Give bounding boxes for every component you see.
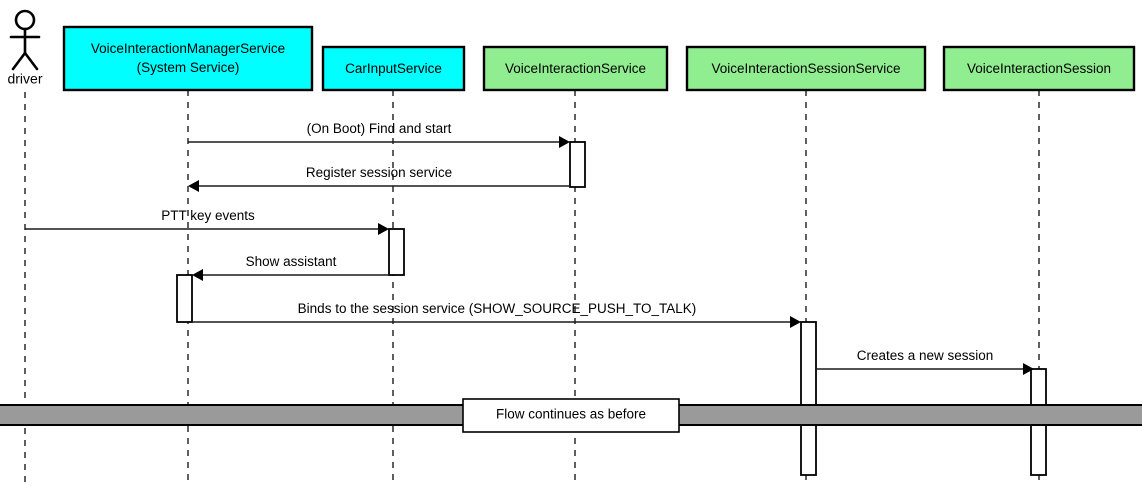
flow-divider: Flow continues as before: [0, 398, 1142, 433]
message-label-m2: Register session service: [306, 165, 452, 180]
message-label-m6: Creates a new session: [857, 348, 994, 363]
activation-bar-vis: [569, 141, 586, 188]
message-label-m1: (On Boot) Find and start: [307, 121, 452, 136]
participant-label-vise: VoiceInteractionSession: [967, 61, 1111, 76]
message-arrowhead-m3: [378, 223, 389, 235]
divider-note-label: Flow continues as before: [496, 407, 646, 422]
actor-group: driver: [7, 9, 43, 87]
activation-bar-vims: [176, 274, 193, 323]
message-arrowhead-m5: [790, 316, 801, 328]
divider-group: Flow continues as before: [0, 398, 1142, 433]
actor-driver: driver: [7, 9, 43, 87]
participant-label-vis: VoiceInteractionService: [505, 61, 646, 76]
participant-box-cis[interactable]: [321, 45, 466, 92]
participant-label-viss: VoiceInteractionSessionService: [711, 61, 900, 76]
participant-label-cis: CarInputService: [345, 61, 442, 76]
message-label-m5: Binds to the session service (SHOW_SOURC…: [298, 301, 697, 316]
message-arrowhead-m6: [1023, 363, 1034, 375]
actor-head-icon: [14, 9, 36, 31]
participant-vise[interactable]: VoiceInteractionSession: [942, 45, 1136, 92]
activation-bar-cis: [388, 228, 405, 276]
participant-box-vims[interactable]: [62, 25, 314, 92]
participant-viss[interactable]: VoiceInteractionSessionService: [685, 45, 927, 92]
participant-box-viss[interactable]: [685, 45, 927, 92]
message-m2: Register session service: [188, 165, 570, 192]
message-label-m3: PTT key events: [161, 208, 255, 223]
participant-boxes-group: VoiceInteractionManagerService (System Se…: [62, 25, 1136, 92]
message-m4: Show assistant: [192, 254, 389, 281]
message-arrowhead-m1: [559, 136, 570, 148]
actor-leg-right-icon: [23, 51, 39, 71]
divider-note-box: [462, 398, 680, 433]
message-m6: Creates a new session: [817, 348, 1034, 375]
participant-box-vise[interactable]: [942, 45, 1136, 92]
actor-label-driver: driver: [7, 71, 42, 87]
participant-vis[interactable]: VoiceInteractionService: [482, 45, 669, 92]
message-m3: PTT key events: [25, 208, 389, 235]
message-m1: (On Boot) Find and start: [188, 121, 570, 148]
message-arrowhead-m2: [188, 180, 199, 192]
participant-label-vims: VoiceInteractionManagerService: [91, 41, 285, 56]
message-label-m4: Show assistant: [246, 254, 337, 269]
participant-sublabel-vims: (System Service): [137, 60, 240, 75]
message-arrowhead-m4: [192, 269, 203, 281]
participant-vims[interactable]: VoiceInteractionManagerService (System Se…: [62, 25, 314, 92]
activation-bar-viss: [800, 321, 817, 476]
actor-leg-left-icon: [11, 51, 27, 71]
participant-box-vis[interactable]: [482, 45, 669, 92]
participant-cis[interactable]: CarInputService: [321, 45, 466, 92]
message-m5: Binds to the session service (SHOW_SOURC…: [192, 301, 801, 328]
